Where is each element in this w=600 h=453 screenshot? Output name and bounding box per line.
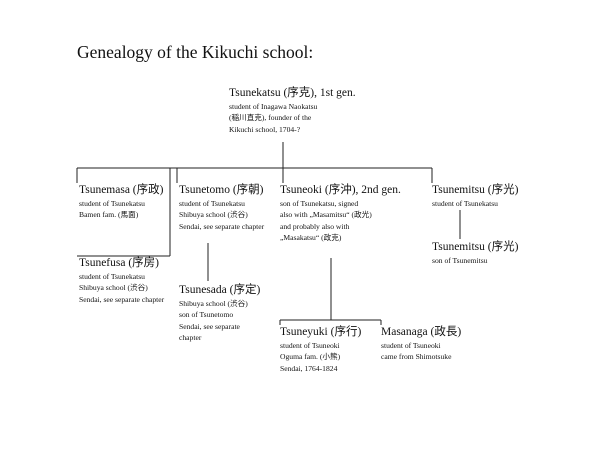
node-masanaga: Masanaga (政長) student of Tsuneoki came f…: [381, 325, 461, 363]
node-detail: Sendai, see separate chapter: [179, 221, 265, 231]
node-detail: Sendai, see separate: [179, 321, 240, 331]
node-tsunekatsu: Tsunekatsu (序克), 1st gen. student of Ina…: [229, 86, 356, 135]
node-detail: Kikuchi school, 1704-?: [229, 124, 301, 134]
node-detail: student of Tsuneoki: [381, 341, 441, 350]
node-name: Tsuneyuki (序行): [280, 326, 362, 338]
node-tsunesada: Tsunesada (序定) Shibuya school (渋谷) son o…: [179, 283, 260, 343]
node-detail: (稲川直克), founder of the: [229, 113, 312, 123]
node-tsunefusa: Tsunefusa (序房) student of Tsunekatsu Shi…: [79, 256, 164, 305]
node-detail: son of Tsunekatsu, signed: [280, 199, 359, 208]
node-detail: Oguma fam. (小熊): [280, 352, 341, 362]
node-tsuneyuki: Tsuneyuki (序行) student of Tsuneoki Oguma…: [280, 325, 361, 374]
node-detail: Shibuya school (渋谷): [79, 283, 148, 293]
node-detail: student of Tsuneoki: [280, 341, 340, 350]
node-detail: student of Tsunekatsu: [432, 199, 498, 208]
node-detail: Shibuya school (渋谷): [179, 210, 248, 220]
node-detail: came from Shimotsuke: [381, 352, 452, 362]
node-detail: student of Tsunekatsu: [79, 272, 145, 281]
page-title: Genealogy of the Kikuchi school:: [77, 42, 314, 62]
node-detail: „Masakatsu“ (政克): [280, 232, 342, 242]
node-name: Tsunetomo (序朝): [179, 184, 264, 196]
node-detail: student of Inagawa Naokatsu: [229, 102, 318, 111]
node-detail: chapter: [179, 332, 202, 342]
node-tsunemitsu-1: Tsunemitsu (序光) student of Tsunekatsu: [432, 183, 518, 209]
node-name: Tsunemitsu (序光): [432, 184, 519, 196]
node-detail: Shibuya school (渋谷): [179, 299, 248, 308]
node-detail: son of Tsunetomo: [179, 310, 234, 320]
node-name: Tsunesada (序定): [179, 284, 261, 296]
node-detail: also with „Masamitsu“ (政光): [280, 210, 372, 220]
node-name: Tsunekatsu (序克), 1st gen.: [229, 87, 356, 99]
node-name: Masanaga (政長): [381, 326, 462, 338]
node-tsunemitsu-2: Tsunemitsu (序光) son of Tsunemitsu: [432, 240, 518, 266]
node-tsunemasa: Tsunemasa (序政) student of Tsunekatsu Bam…: [79, 183, 163, 221]
node-name: Tsunemasa (序政): [79, 184, 164, 196]
node-detail: student of Tsunekatsu: [179, 199, 245, 208]
node-detail: Bamen fam. (馬面): [79, 210, 139, 220]
node-name: Tsunefusa (序房): [79, 257, 159, 269]
node-tsunetomo: Tsunetomo (序朝) student of Tsunekatsu Shi…: [179, 183, 264, 232]
node-tsuneoki: Tsuneoki (序沖), 2nd gen. son of Tsunekats…: [280, 183, 401, 243]
node-name: Tsunemitsu (序光): [432, 241, 519, 253]
node-detail: student of Tsunekatsu: [79, 199, 145, 208]
node-detail: son of Tsunemitsu: [432, 256, 488, 265]
node-name: Tsuneoki (序沖), 2nd gen.: [280, 184, 401, 196]
node-detail: Sendai, 1764-1824: [280, 363, 338, 373]
node-detail: Sendai, see separate chapter: [79, 294, 165, 304]
node-detail: and probably also with: [280, 221, 350, 231]
